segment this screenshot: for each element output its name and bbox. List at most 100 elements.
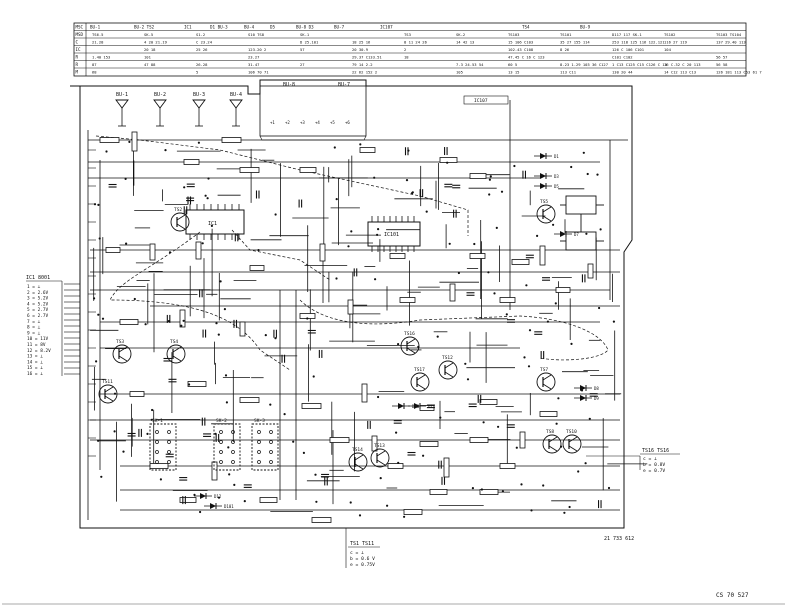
svg-text:D12: D12 (214, 494, 222, 499)
solder-point (269, 403, 272, 406)
bu-8-label: BU-8 (283, 82, 295, 88)
table-cell: SK-2 (456, 32, 465, 37)
solder-point (122, 450, 125, 453)
solder-point (473, 242, 476, 246)
resistor (105, 247, 121, 253)
resistor (131, 131, 138, 152)
transistor-ts16: TS16 (400, 331, 420, 356)
resistor (359, 147, 376, 153)
table-cell: S1.2 (196, 32, 205, 37)
solder-point (607, 486, 611, 490)
solder-point (466, 378, 470, 381)
table-row-label: MSC (76, 25, 84, 30)
solder-point (100, 475, 103, 478)
table-cell: 23.27 (248, 55, 259, 60)
solder-point (505, 313, 508, 316)
solder-point (513, 164, 516, 168)
solder-point (386, 504, 389, 507)
svg-text:D7: D7 (574, 232, 579, 237)
solder-point (557, 397, 560, 400)
solder-point (552, 223, 555, 226)
ts11-voltage-legend: TS1 TS11 c = ⊥b = 0.6 Ve = 0.75V (345, 528, 380, 568)
table-cell: 79 14 2.2 (352, 62, 373, 67)
transistor-ts10: TS10 (562, 429, 582, 454)
solder-point (405, 179, 409, 182)
ts11-pin-voltage: e = 0.75V (350, 562, 375, 568)
transistor-label: TS14 (352, 447, 363, 453)
solder-point (568, 505, 571, 509)
table-cell: C101 C102 (612, 55, 633, 60)
diode-d1: D1 (534, 153, 559, 159)
solder-point (93, 297, 96, 300)
solder-point (206, 197, 209, 200)
box-pin-label: +1 (270, 120, 275, 125)
table-cell: 26.28 (196, 62, 208, 67)
ic1-pin-voltage: 12 = 8.2V (27, 348, 51, 354)
table-cell: 25 26 (196, 47, 208, 52)
table-cell: 123.20 2 (248, 47, 266, 52)
transistor-ts13: TS13 (370, 443, 390, 468)
solder-point (113, 392, 117, 395)
bu-connector-symbol (153, 99, 167, 109)
solder-point (528, 329, 532, 332)
bu-connector-symbol (229, 99, 243, 109)
solder-point (586, 172, 589, 176)
solder-point (471, 487, 474, 490)
transistor-label: TS4 (170, 339, 178, 345)
solder-point (515, 446, 518, 449)
solder-point (407, 149, 410, 152)
transistor-ts17: TS17 (410, 367, 430, 392)
solder-point (113, 430, 116, 433)
solder-point (217, 496, 221, 499)
table-col-head: BU-4 (244, 25, 255, 30)
table-cell: TS101 (560, 32, 572, 37)
table-col-head: IC107 (380, 25, 393, 30)
resistor (519, 431, 526, 449)
diode-d5: D5 (534, 183, 559, 189)
table-cell: 56 57 (716, 55, 727, 60)
solder-point (167, 320, 170, 323)
table-cell: C 23.24 (196, 40, 213, 45)
solder-point (164, 149, 167, 152)
resistor (301, 403, 322, 409)
solder-point (227, 446, 230, 449)
solder-point (495, 226, 498, 229)
solder-point (207, 177, 210, 180)
svg-text:D9: D9 (594, 396, 599, 401)
transistor-label: TS2 (174, 207, 182, 213)
transistor-ts12: TS12 (438, 355, 458, 380)
table-cell: 137 29.40 113 (716, 40, 746, 45)
bu-7-label: BU-7 (338, 82, 350, 88)
ts16-pin-voltage: b = 0.8V (643, 462, 665, 468)
solder-point (223, 308, 226, 311)
solder-point (225, 401, 228, 404)
svg-text:IC107: IC107 (474, 98, 488, 104)
catalog-code: CS 70 527 (716, 592, 749, 599)
box-pin-label: +4 (315, 120, 320, 125)
table-cell: D117 117 SK-1 (612, 32, 642, 37)
table-col-head: BU-1 (90, 25, 101, 30)
solder-point (292, 440, 295, 443)
table-col-head: IC1 (184, 25, 192, 30)
resistor (239, 321, 246, 337)
resistor (187, 381, 207, 387)
solder-point (233, 483, 236, 486)
resistor (555, 287, 571, 293)
solder-point (584, 462, 587, 465)
table-cell: 29.37 C133.51 (352, 55, 382, 60)
solder-point (457, 271, 460, 275)
solder-point (489, 175, 492, 178)
solder-point (193, 493, 196, 496)
svg-text:SK-1: SK-1 (152, 418, 163, 424)
resistor (149, 463, 169, 469)
svg-text:D1: D1 (554, 154, 559, 159)
solder-point (377, 228, 380, 231)
transistor-label: TS11 (102, 379, 113, 385)
solder-point (403, 515, 406, 518)
ts16-legend-title: TS16 TS16 (642, 448, 669, 454)
table-cell: 1 C13 C125 C15 C126 C 13 (612, 62, 667, 67)
resistor (319, 243, 326, 262)
resistor (439, 157, 458, 163)
